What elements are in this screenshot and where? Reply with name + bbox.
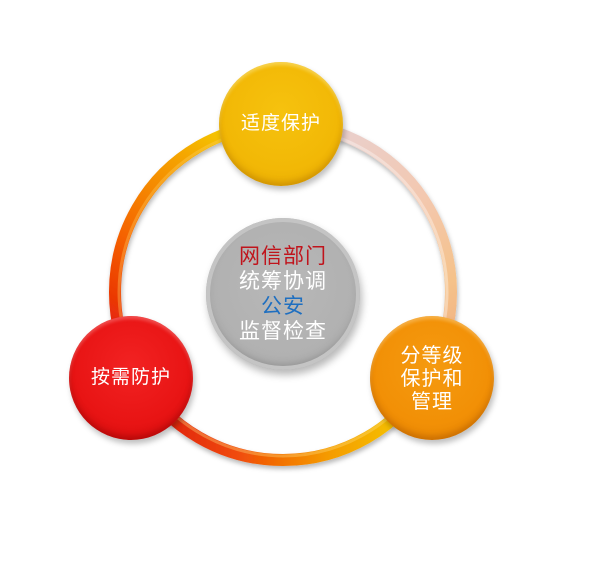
center-hub: 网信部门 统筹协调 公安 监督检查: [206, 218, 360, 370]
center-line-3: 公安: [261, 294, 305, 318]
node-label-line-2: 保护和: [400, 365, 464, 390]
center-line-4: 监督检查: [239, 319, 327, 344]
center-line-1: 网信部门: [239, 243, 327, 268]
center-line-2: 统筹协调: [239, 268, 327, 293]
node-label: 按需防护: [90, 366, 171, 389]
node-moderate-protection: 适度保护: [219, 62, 343, 186]
node-on-demand-protection: 按需防护: [69, 316, 193, 440]
node-label-line-1: 分等级: [400, 342, 464, 367]
node-graded-protection: 分等级 保护和 管理: [370, 316, 494, 440]
node-label: 适度保护: [240, 112, 321, 135]
node-label-line-3: 管理: [411, 388, 453, 413]
